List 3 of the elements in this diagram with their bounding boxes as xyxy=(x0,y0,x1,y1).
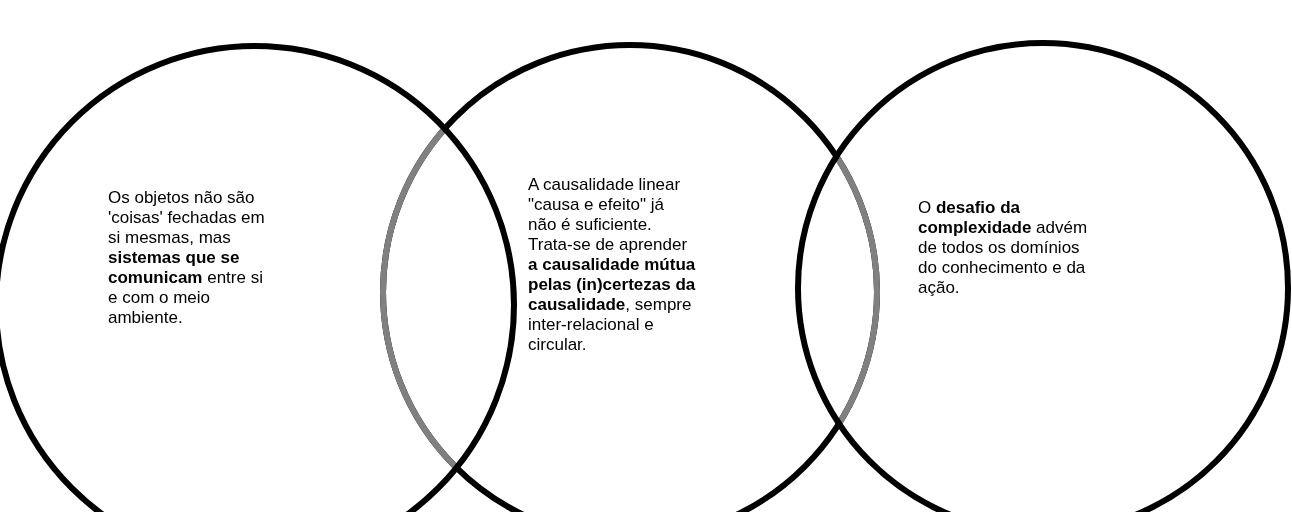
circle-text: A causalidade linear "causa e efeito" já não é suficiente. Trata-se de aprender a causalidade mútua pelas (in)certezas da causalidade, sempre inter-relacional e circular. xyxy=(528,175,696,355)
circle-text: O desafio da complexidade advém de todos os domínios do conhecimento e da ação. xyxy=(918,198,1088,298)
circle-text: Os objetos não são 'coisas' fechadas em si mesmas, mas sistemas que se comunicam entre si e com o meio ambiente. xyxy=(108,188,266,328)
